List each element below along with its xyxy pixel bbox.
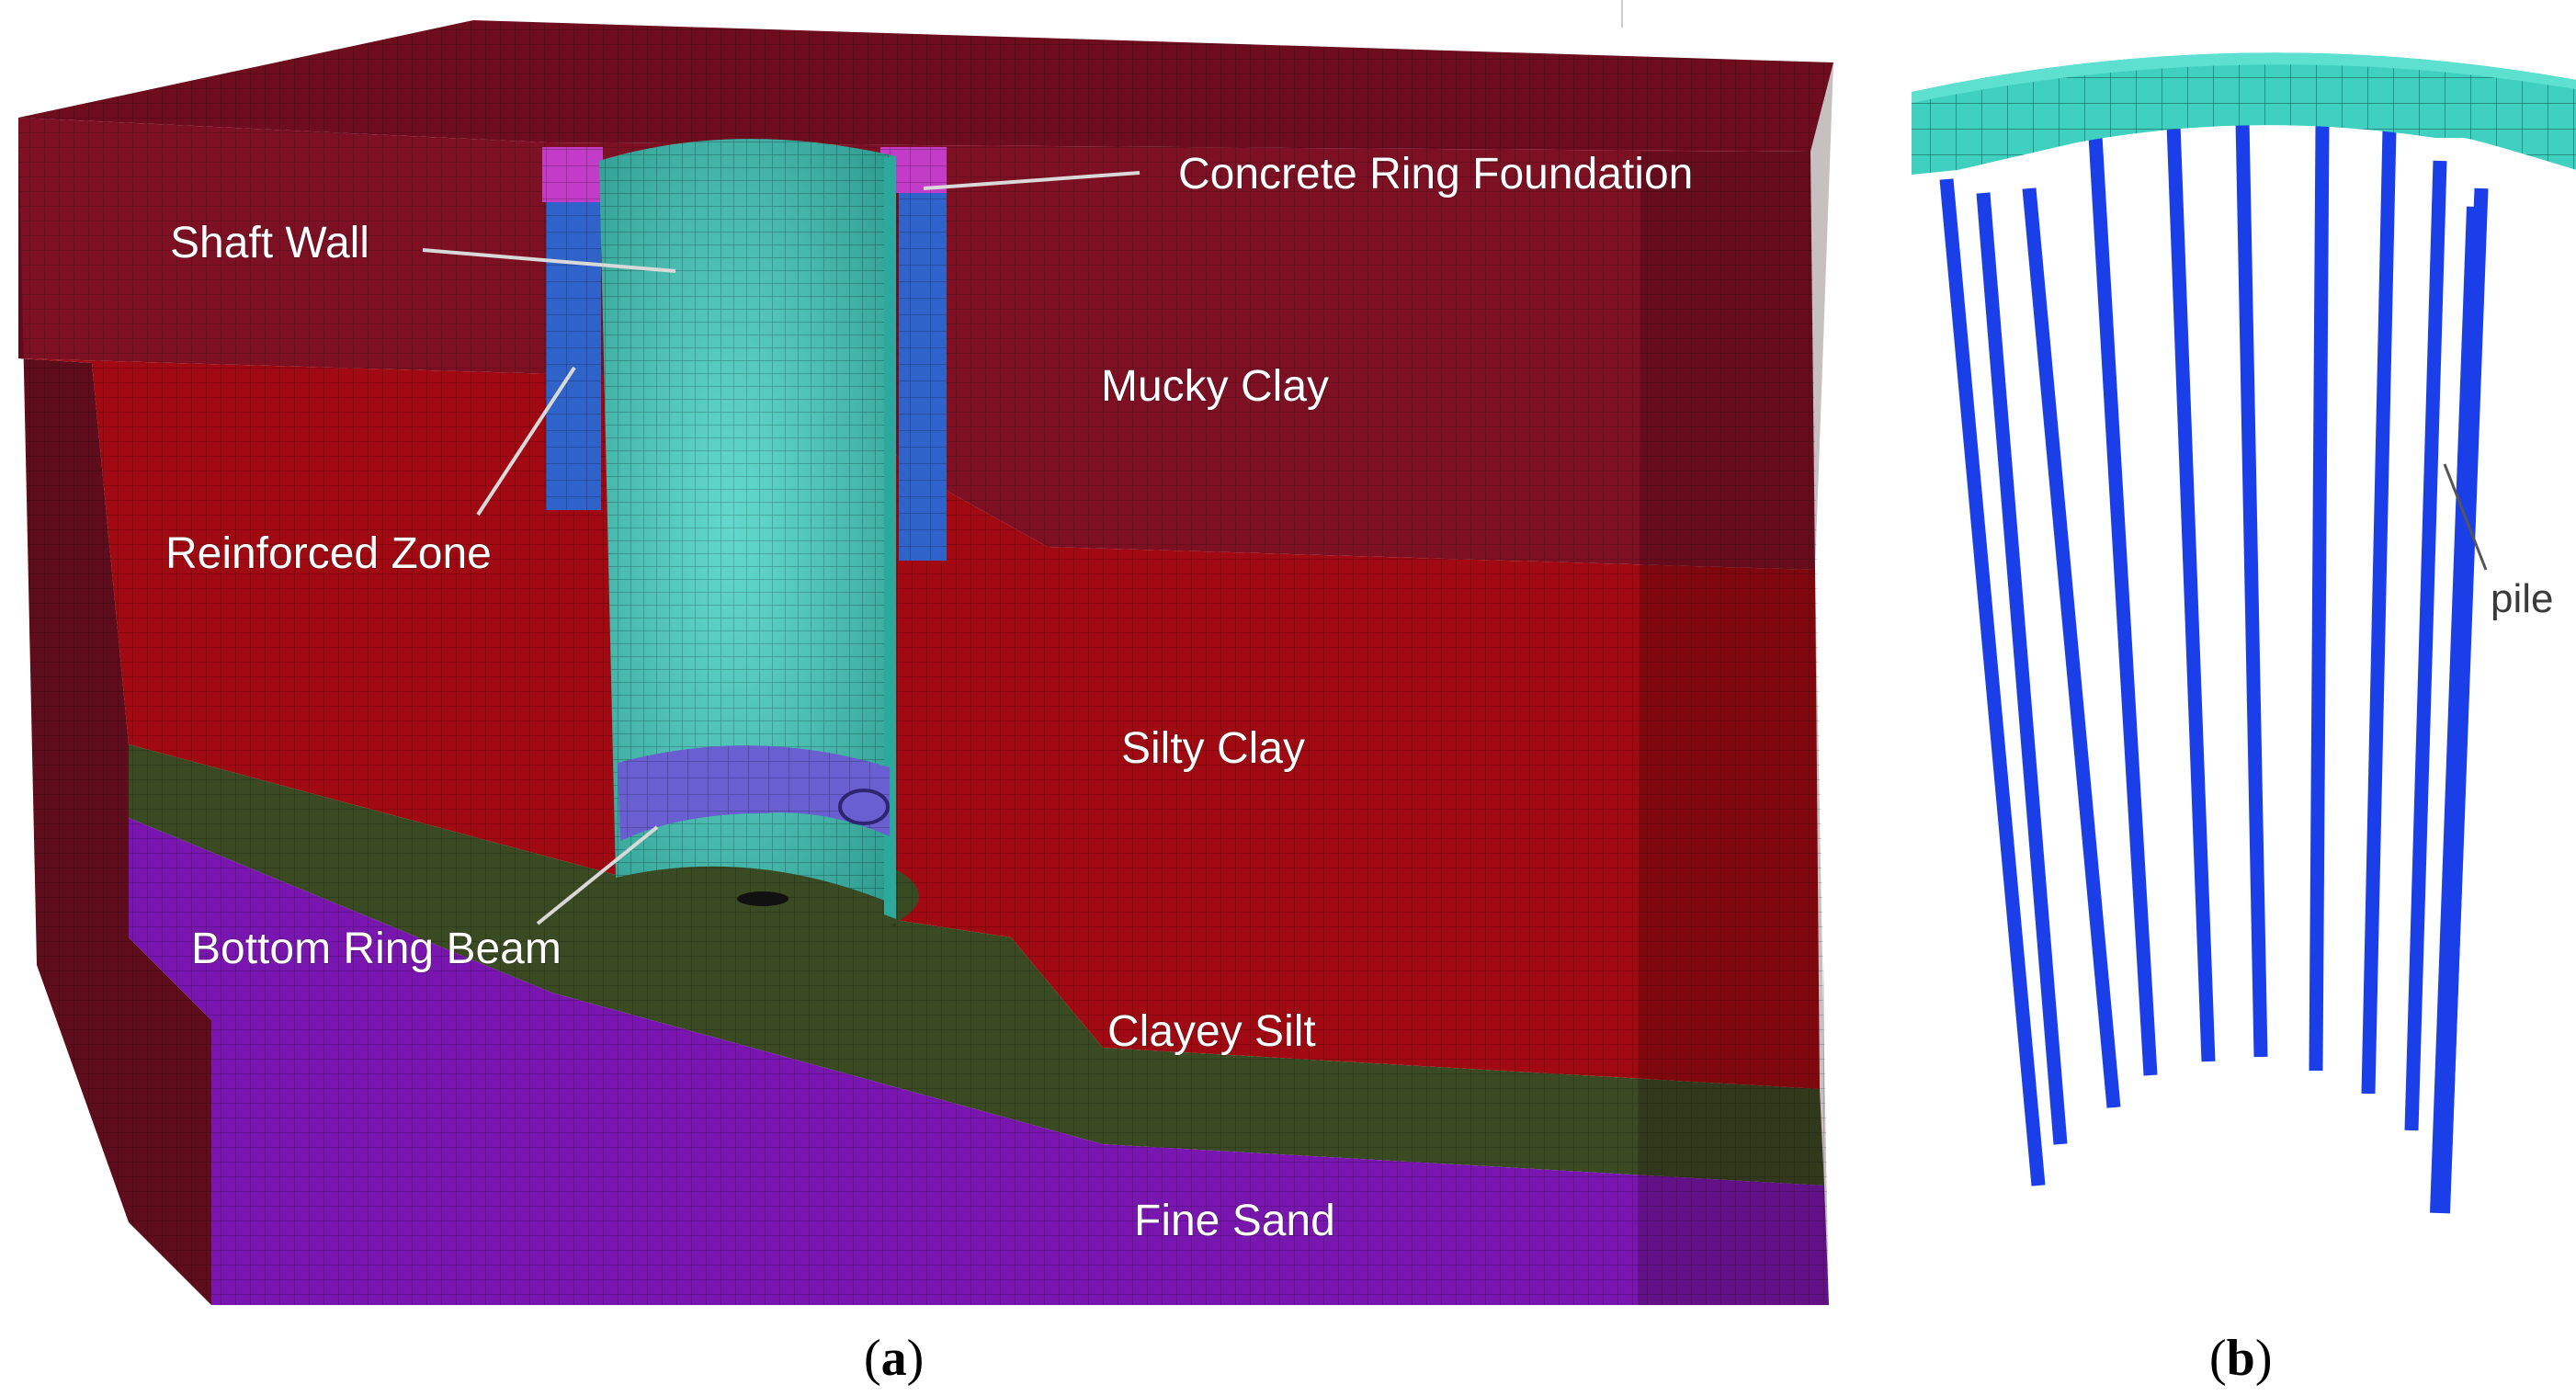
pile-3 [2022, 187, 2121, 1108]
pile-8 [2361, 128, 2397, 1095]
leader-shaft-wall [422, 248, 676, 273]
leader-reinforced-zone [476, 366, 576, 516]
leader-concrete-ring-foundation [923, 171, 1140, 190]
label-silty-clay: Silty Clay [1121, 724, 1305, 773]
pile-5 [2166, 123, 2216, 1062]
caption-a-letter: a [881, 1330, 907, 1387]
pile-2 [1976, 192, 2068, 1145]
soil-model-panel-a: Concrete Ring Foundation Shaft Wall Muck… [18, 20, 1833, 1387]
caption-a: (a) [864, 1330, 924, 1387]
pile-4 [2088, 135, 2158, 1076]
caption-b: (b) [2209, 1330, 2272, 1387]
pile-cap-ring-top [1912, 52, 2576, 103]
label-mucky-clay: Mucky Clay [1101, 362, 1329, 411]
right-side-face [1638, 62, 1833, 1305]
pile-1 [1939, 178, 2046, 1186]
pile-9 [2404, 160, 2447, 1131]
label-reinforced-zone: Reinforced Zone [165, 529, 492, 578]
pile-group-panel-b: pile (b) [1912, 52, 2576, 1387]
label-pile: pile [2491, 576, 2554, 621]
leader-bottom-ring-beam [536, 825, 659, 925]
pile-7 [2309, 123, 2330, 1072]
label-concrete-ring-foundation: Concrete Ring Foundation [1178, 150, 1693, 199]
pile-front [2430, 206, 2487, 1214]
leader-pile [2443, 463, 2488, 571]
pile-6 [2235, 119, 2268, 1058]
label-fine-sand: Fine Sand [1134, 1197, 1335, 1245]
piles [1939, 119, 2489, 1186]
shaft-wall-cut-edge [884, 156, 896, 919]
label-clayey-silt: Clayey Silt [1107, 1007, 1316, 1056]
caption-b-letter: b [2227, 1330, 2255, 1387]
label-bottom-ring-beam: Bottom Ring Beam [191, 925, 562, 973]
label-shaft-wall: Shaft Wall [170, 219, 369, 267]
